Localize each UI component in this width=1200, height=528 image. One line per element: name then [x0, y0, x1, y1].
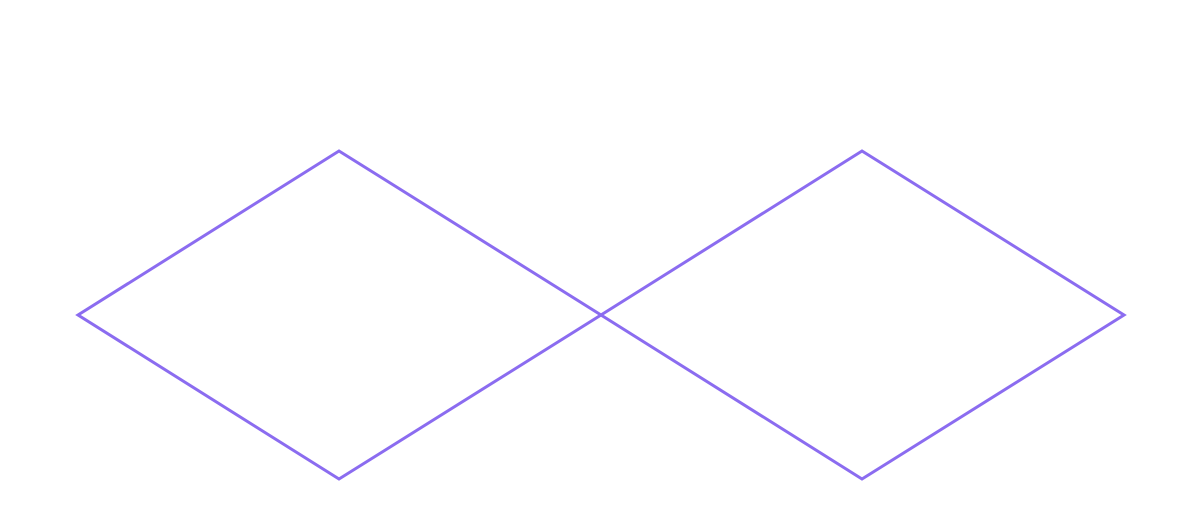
- left-diamond: [75, 149, 604, 481]
- right-diamond: [598, 149, 1127, 481]
